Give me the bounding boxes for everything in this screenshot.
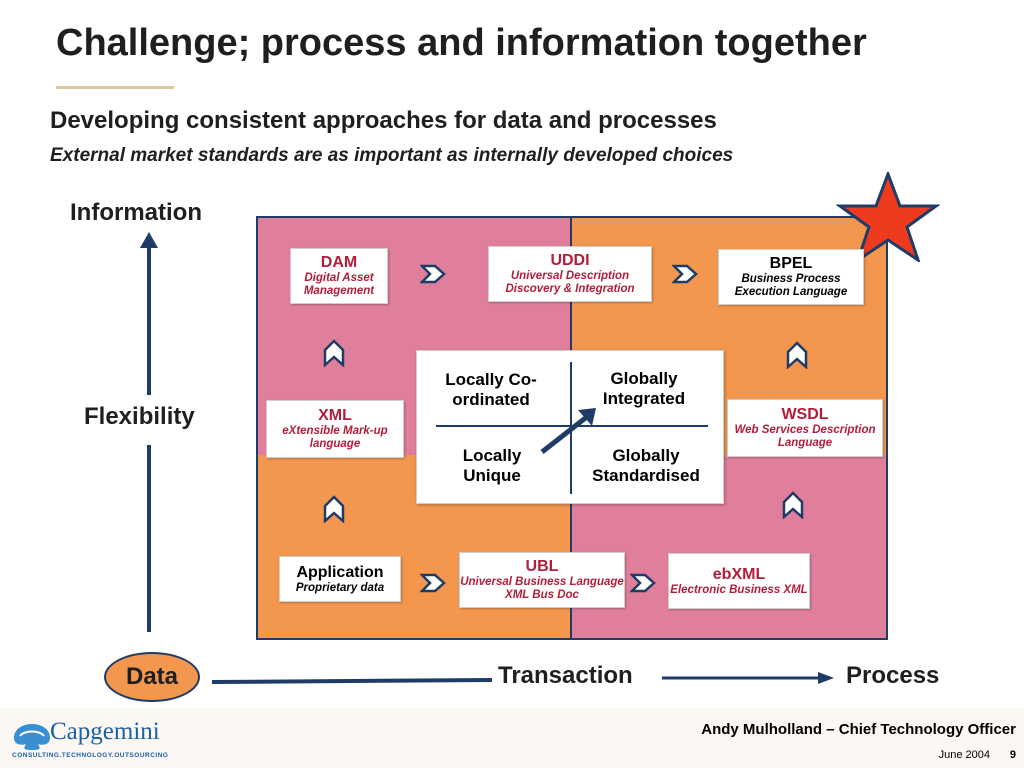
chevron-right-icon — [630, 573, 656, 593]
box-uddi: UDDI Universal Description Discovery & I… — [488, 246, 652, 302]
axis-label-process: Process — [846, 662, 940, 689]
box-dam-desc: Digital Asset Management — [303, 272, 375, 297]
chevron-right-icon — [672, 264, 698, 284]
axis-label-flexibility: Flexibility — [84, 403, 195, 430]
chevron-up-icon — [323, 339, 345, 367]
box-dam-name: DAM — [320, 254, 358, 271]
box-uddi-desc: Universal Description Discovery & Integr… — [505, 270, 635, 295]
subtitle: Developing consistent approaches for dat… — [50, 107, 717, 134]
box-wsdl-desc: Web Services Description Language — [734, 424, 876, 449]
chevron-right-icon — [420, 573, 446, 593]
x-axis-arrow-icon — [818, 672, 834, 684]
matrix-bottom-left: Locally Unique — [462, 446, 522, 485]
box-ubl-name: UBL — [525, 558, 559, 575]
matrix-top-left: Locally Co-ordinated — [445, 370, 537, 409]
box-dam: DAM Digital Asset Management — [290, 248, 388, 304]
box-application-desc: Proprietary data — [295, 581, 385, 594]
footer-author: Andy Mulholland – Chief Technology Offic… — [701, 721, 1016, 738]
box-ebxml-name: ebXML — [712, 565, 766, 583]
box-xml: XML eXtensible Mark-up language — [266, 400, 404, 458]
box-application: Application Proprietary data — [279, 556, 401, 602]
star-icon — [836, 172, 940, 262]
footer-bar — [0, 708, 1024, 768]
matrix-bottom-right: Globally Standardised — [592, 446, 700, 485]
y-axis-arrow-icon — [140, 232, 158, 248]
box-bpel-name: BPEL — [769, 255, 813, 272]
box-wsdl-name: WSDL — [781, 406, 829, 423]
box-ebxml-desc: Electronic Business XML — [670, 583, 808, 596]
page-number: 9 — [1009, 749, 1016, 761]
footer-date: June 2004 — [938, 749, 990, 761]
chevron-right-icon — [420, 264, 446, 284]
matrix-top-right: Globally Integrated — [602, 369, 686, 408]
quadrant-frame — [256, 216, 888, 640]
box-bpel-desc: Business Process Execution Language — [734, 273, 848, 298]
box-ubl: UBL Universal Business Language XML Bus … — [459, 552, 625, 608]
box-wsdl: WSDL Web Services Description Language — [727, 399, 883, 457]
capgemini-logo: Capgemini CONSULTING.TECHNOLOGY.OUTSOURC… — [10, 718, 180, 762]
box-ebxml: ebXML Electronic Business XML — [668, 553, 810, 609]
axis-label-data: Data — [125, 663, 179, 690]
chevron-up-icon — [323, 495, 345, 523]
page-title: Challenge; process and information toget… — [56, 22, 867, 64]
title-underline — [56, 86, 174, 89]
box-application-name: Application — [296, 563, 384, 581]
center-matrix-lines — [436, 362, 708, 494]
subtitle-italic: External market standards are as importa… — [50, 145, 734, 166]
box-bpel: BPEL Business Process Execution Language — [718, 249, 864, 305]
chevron-up-icon — [782, 491, 804, 519]
data-oval: Data — [104, 652, 200, 702]
box-xml-desc: eXtensible Mark-up language — [282, 425, 388, 450]
logo-tagline: CONSULTING.TECHNOLOGY.OUTSOURCING — [12, 752, 169, 759]
logo-text: Capgemini — [50, 718, 160, 745]
box-ubl-desc: Universal Business Language XML Bus Doc — [460, 576, 624, 601]
x-axis-left-line — [211, 678, 493, 684]
chevron-up-icon — [786, 341, 808, 369]
spade-logo-icon — [14, 724, 50, 750]
axis-label-information: Information — [70, 199, 202, 226]
box-xml-name: XML — [318, 407, 352, 424]
axis-label-transaction: Transaction — [498, 662, 633, 689]
box-uddi-name: UDDI — [550, 252, 590, 269]
